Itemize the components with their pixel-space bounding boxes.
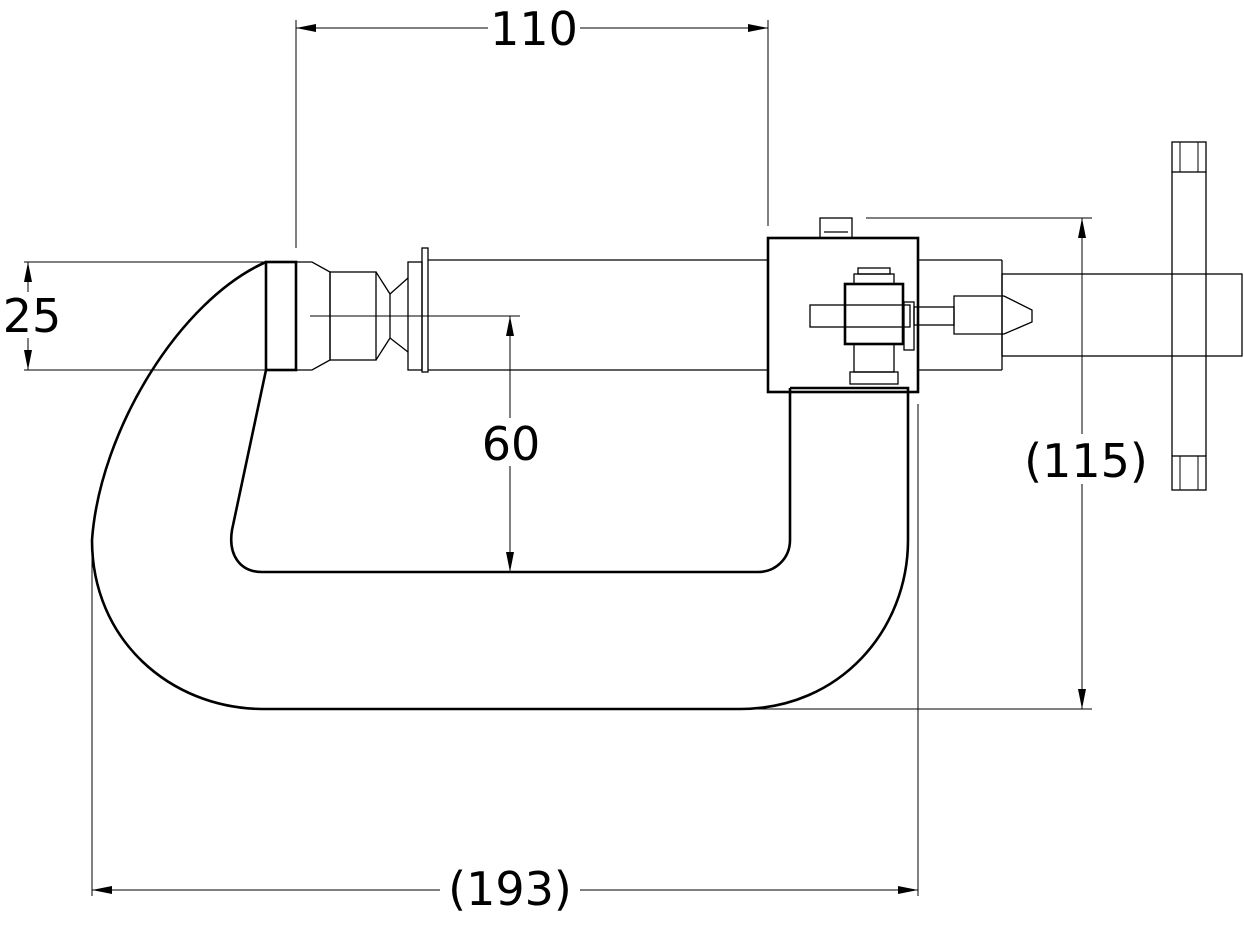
dimension-lines xyxy=(24,23,1086,894)
dim-top-width-label: 110 xyxy=(490,2,578,56)
t-handle xyxy=(1171,141,1207,491)
clamp-frame xyxy=(90,260,910,711)
extension-lines xyxy=(24,20,1092,896)
nut-block xyxy=(766,217,955,394)
dim-overall-width-label: (193) xyxy=(448,862,572,916)
swivel-pad xyxy=(329,247,429,373)
screw-spindle xyxy=(428,259,1243,371)
dim-jaw-height-label: 25 xyxy=(3,289,62,343)
dimension-labels: 110 25 60 (115) (193) xyxy=(0,2,1156,916)
dim-overall-height-label: (115) xyxy=(1024,434,1148,488)
dim-throat-depth-label: 60 xyxy=(482,417,541,471)
